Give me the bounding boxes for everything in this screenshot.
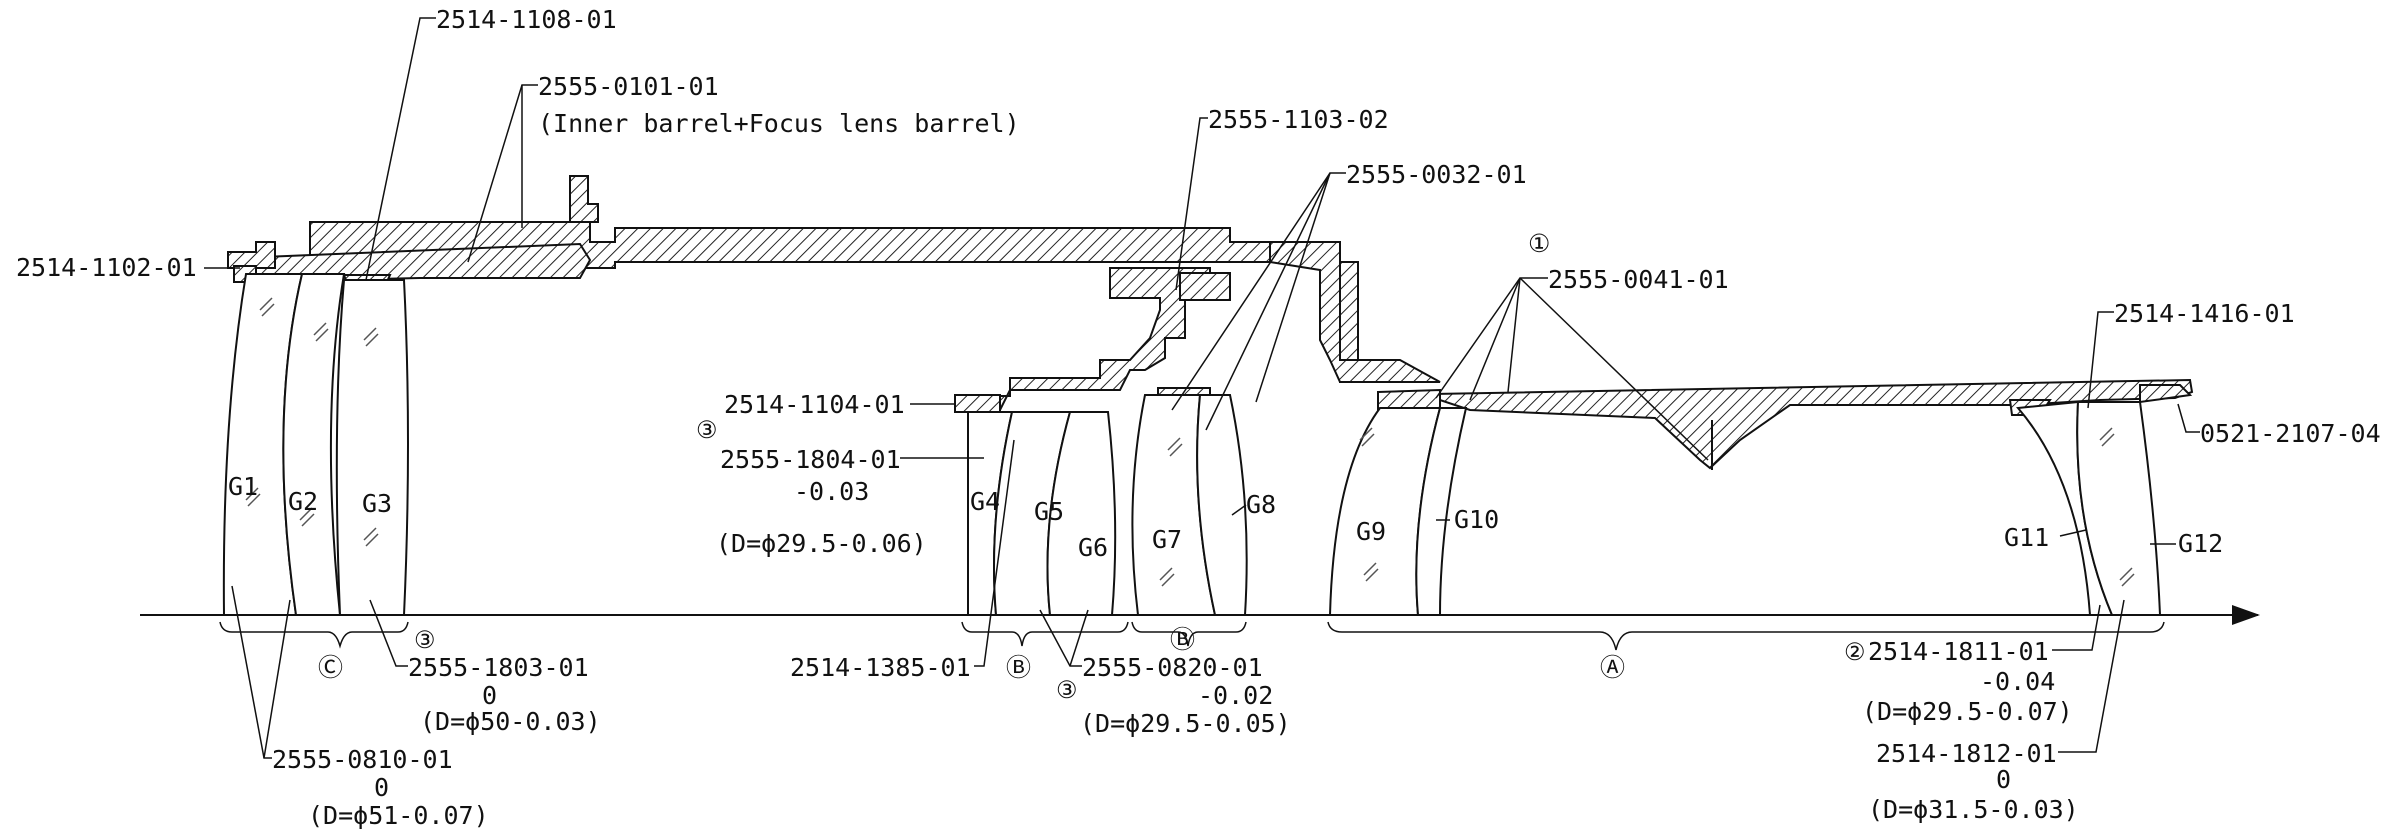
- lens-elements: [222, 273, 2162, 616]
- label-2555-0101-01: 2555-0101-01: [538, 72, 719, 101]
- rear-cap-part: [2139, 384, 2193, 404]
- lens-label-g3: G3: [362, 489, 392, 518]
- lens-label-g11: G11: [2004, 523, 2049, 552]
- group-c-marker: Ⓒ: [318, 653, 343, 682]
- spacer-1811-diameter: (D=ϕ29.5-0.07): [1862, 697, 2073, 726]
- spacer-1385-number: 2514-1385-01: [790, 653, 971, 682]
- part-callouts: 2514-1108-01 2555-0101-01 (Inner barrel+…: [16, 5, 2381, 461]
- lens-labels: G1 G2 G3 G4 G5 G6 G7 G8 G9 G10 G11 G12: [228, 472, 2223, 562]
- spacer-1811-tolerance: -0.04: [1980, 667, 2055, 696]
- rear-connector-part: [1269, 241, 1441, 383]
- g4-retainer-part: [954, 394, 1001, 413]
- circle-3-marker-b: ③: [414, 626, 436, 654]
- label-2514-1102-01: 2514-1102-01: [16, 253, 197, 282]
- lens-label-g6: G6: [1078, 533, 1108, 562]
- group-a-marker: Ⓐ: [1600, 653, 1625, 682]
- front-retainer-part: [227, 241, 276, 269]
- lens-g2: [282, 273, 346, 616]
- front-lip-part: [569, 175, 599, 223]
- spacer-1803-diameter: (D=ϕ50-0.03): [420, 707, 601, 736]
- label-0521-2107-04: 0521-2107-04: [2200, 419, 2381, 448]
- lens-label-g7: G7: [1152, 525, 1182, 554]
- lens-label-g4: G4: [970, 487, 1000, 516]
- lens-g6: [1046, 411, 1117, 616]
- lens-label-g2: G2: [288, 487, 318, 516]
- circle-3-marker-c: ③: [1056, 676, 1078, 704]
- label-2514-1104-01: 2514-1104-01: [724, 390, 905, 419]
- group-b-marker-left: Ⓑ: [1006, 653, 1031, 682]
- circle-2-marker: ②: [1844, 638, 1866, 666]
- lens-g8: [1196, 394, 1248, 616]
- outer-barrel-part: [309, 221, 1386, 383]
- group-b-marker-right: Ⓑ: [1170, 625, 1195, 654]
- spacer-0810-tolerance: 0: [374, 773, 389, 802]
- label-2555-0032-01: 2555-0032-01: [1346, 160, 1527, 189]
- spacer-0810-number: 2555-0810-01: [272, 745, 453, 774]
- spacer-1803-number: 2555-1803-01: [408, 653, 589, 682]
- spacer-1804-tolerance: -0.03: [794, 477, 869, 506]
- lens-label-g10: G10: [1454, 505, 1499, 534]
- lens-g10: [1415, 407, 1468, 616]
- lens-label-g8: G8: [1246, 490, 1276, 519]
- label-2514-1416-01: 2514-1416-01: [2114, 299, 2295, 328]
- circle-1-marker: ①: [1528, 229, 1550, 258]
- spacer-1811-number: 2514-1811-01: [1868, 637, 2049, 666]
- spacer-1803-tolerance: 0: [482, 681, 497, 710]
- label-2514-1108-01: 2514-1108-01: [436, 5, 617, 34]
- circle-3-marker-a: ③: [696, 416, 718, 444]
- lens-label-g1: G1: [228, 472, 258, 501]
- spacer-1812-diameter: (D=ϕ31.5-0.03): [1868, 795, 2079, 824]
- middle-cap-part: [1179, 272, 1231, 301]
- spacer-0820-tolerance: -0.02: [1198, 681, 1273, 710]
- lens-label-g9: G9: [1356, 517, 1386, 546]
- spacer-0810-diameter: (D=ϕ51-0.07): [308, 801, 489, 830]
- lens-label-g5: G5: [1034, 497, 1064, 526]
- lens-g12: [2076, 401, 2162, 616]
- spacer-1804-diameter: (D=ϕ29.5-0.06): [716, 529, 927, 558]
- glass-marks: [245, 297, 2135, 587]
- label-2555-0041-01: 2555-0041-01: [1548, 265, 1729, 294]
- spacer-0820-diameter: (D=ϕ29.5-0.05): [1080, 709, 1291, 738]
- spacer-1804-number: 2555-1804-01: [720, 445, 901, 474]
- spacer-0820-number: 2555-0820-01: [1082, 653, 1263, 682]
- spacer-callouts: ③ 2555-1804-01 -0.03 (D=ϕ29.5-0.06) Ⓒ ③ …: [219, 416, 2165, 830]
- lens-g3: [335, 279, 409, 616]
- label-2555-1103-02: 2555-1103-02: [1208, 105, 1389, 134]
- spacer-1812-tolerance: 0: [1996, 765, 2011, 794]
- lens-label-g12: G12: [2178, 529, 2223, 558]
- spacer-1812-number: 2514-1812-01: [1876, 739, 2057, 768]
- label-inner-barrel-desc: (Inner barrel+Focus lens barrel): [538, 109, 1020, 138]
